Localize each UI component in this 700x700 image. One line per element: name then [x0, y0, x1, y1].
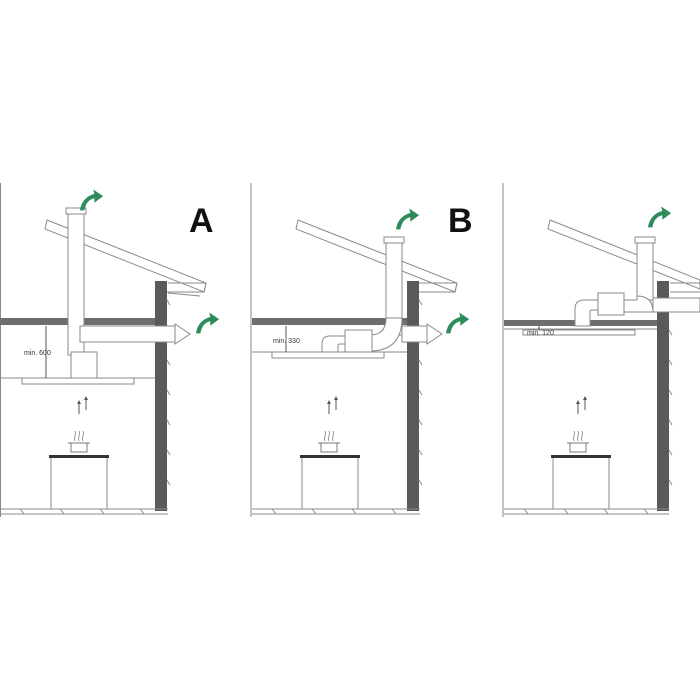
inline-fan [597, 292, 625, 316]
exterior-wall [657, 281, 669, 511]
floor [504, 508, 669, 515]
rising-air-icon [76, 399, 82, 415]
roof [547, 219, 700, 293]
dimension-label: min. 330 [273, 338, 300, 345]
roof [295, 219, 458, 293]
rising-air-icon [83, 395, 89, 411]
panel-letter: A [189, 202, 214, 240]
inline-fan [344, 329, 373, 353]
airflow-up-icon [396, 208, 420, 230]
hood-canopy [271, 351, 385, 359]
floor [0, 508, 168, 515]
stove [550, 454, 612, 510]
hood-canopy [21, 377, 135, 385]
dimension-label: min. 600 [24, 350, 51, 357]
wall-siding [668, 299, 673, 486]
horizontal-duct [401, 325, 428, 343]
panel-a: min. 600 A [0, 189, 220, 515]
hood-chimney [70, 351, 98, 379]
rising-air-icon [575, 399, 581, 415]
dimension-label: min. 120 [527, 330, 554, 337]
airflow-out-icon [446, 312, 470, 334]
stove [48, 454, 110, 510]
rising-air-icon [582, 395, 588, 411]
vertical-duct [636, 239, 654, 301]
pot-steam-icon [317, 430, 341, 453]
roof [44, 219, 207, 297]
ceiling-slab [252, 318, 407, 325]
panel-letter: B [448, 202, 473, 240]
exterior-wall [155, 281, 167, 511]
floor [252, 508, 420, 515]
horizontal-duct [652, 297, 700, 313]
hood-canopy [522, 329, 636, 336]
rising-air-icon [326, 399, 332, 415]
exterior-wall [407, 281, 419, 511]
airflow-out-icon [196, 312, 220, 334]
airflow-up-icon [648, 206, 672, 228]
pot-steam-icon [566, 430, 590, 453]
panel-c: min. 120 [504, 206, 700, 515]
airflow-up-icon [80, 189, 104, 211]
pot-steam-icon [67, 430, 91, 453]
horizontal-duct [79, 325, 176, 343]
panel-b: min. 330 B [252, 202, 473, 515]
rising-air-icon [333, 395, 339, 411]
stove [299, 454, 361, 510]
